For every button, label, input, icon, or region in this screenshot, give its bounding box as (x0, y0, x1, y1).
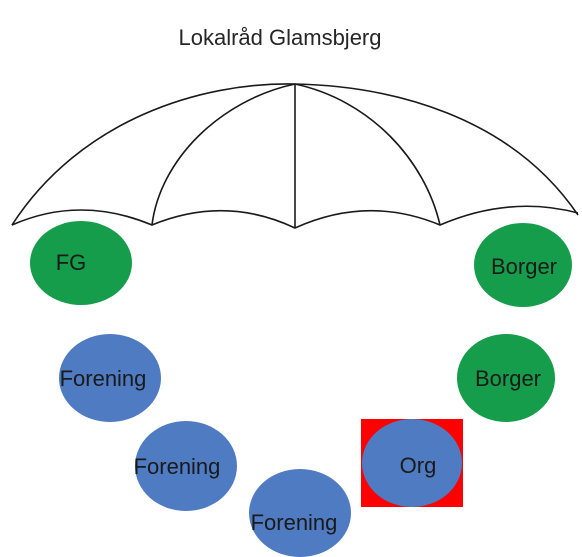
node-circle (59, 334, 161, 422)
node-fg: FG (30, 221, 132, 305)
node-circle (362, 419, 462, 507)
umbrella-rib-left (151, 83, 296, 226)
node-org: Org (361, 419, 463, 507)
node-label: FG (56, 250, 87, 275)
node-forening-1: Forening (59, 334, 161, 422)
node-label: Forening (251, 510, 338, 535)
node-circle (457, 334, 555, 422)
umbrella (11, 83, 579, 229)
node-label: Forening (134, 454, 221, 479)
node-circle (135, 421, 237, 511)
node-circle (30, 221, 132, 305)
node-label: Org (400, 453, 437, 478)
node-circle (474, 223, 572, 307)
node-borger-top: Borger (474, 223, 572, 307)
node-forening-3: Forening (249, 469, 351, 557)
node-label: Borger (491, 254, 557, 279)
umbrella-rib-right (294, 83, 441, 226)
node-borger-bottom: Borger (457, 334, 555, 422)
diagram-title: Lokalråd Glamsbjerg (179, 25, 382, 50)
node-label: Borger (475, 366, 541, 391)
node-label: Forening (60, 366, 147, 391)
node-forening-2: Forening (134, 421, 237, 511)
node-circle (249, 469, 351, 557)
